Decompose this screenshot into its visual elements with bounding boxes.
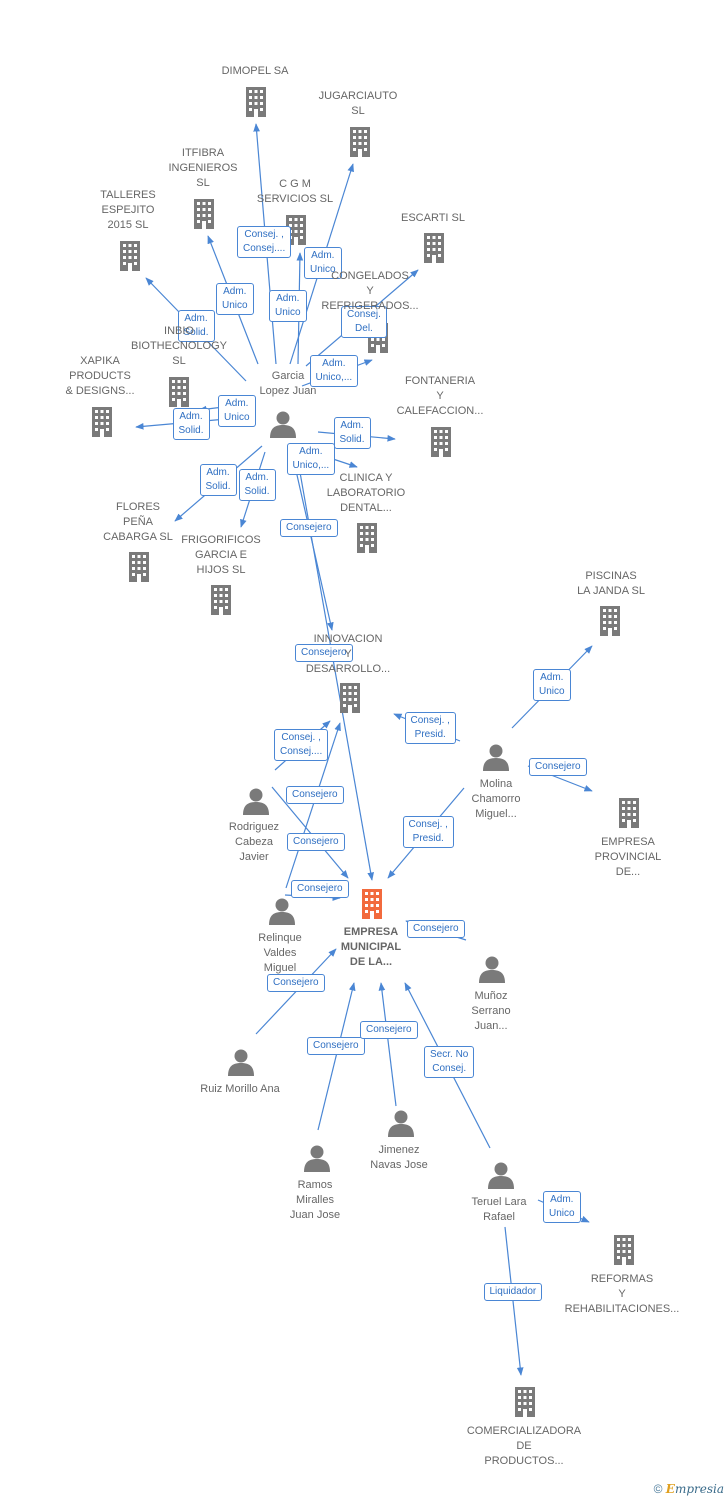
edge-label-garcia-to-fontaneria[interactable]: Adm. Solid. bbox=[333, 417, 371, 449]
edge-relinque-to-innovacion bbox=[285, 722, 341, 889]
building-icon-reformas[interactable] bbox=[614, 1235, 634, 1265]
node-label-innovacion[interactable]: INNOVACION Y DESARROLLO... bbox=[305, 633, 391, 675]
building-icon-municipal[interactable] bbox=[362, 889, 382, 919]
node-label-municipal[interactable]: EMPRESA MUNICIPAL DE LA... bbox=[340, 926, 402, 968]
edge-label-garcia-to-inbio[interactable]: Adm. Unico bbox=[218, 395, 256, 427]
person-icon-molina[interactable] bbox=[483, 744, 509, 772]
node-label-jugarciauto[interactable]: JUGARCIAUTO SL bbox=[318, 90, 398, 117]
edge-label-garcia-to-municipal[interactable]: Consejero bbox=[295, 644, 353, 662]
edge-label-molina-to-innovacion[interactable]: Consej. , Presid. bbox=[404, 712, 456, 744]
edge-label-ruiz-to-municipal[interactable]: Consejero bbox=[267, 974, 325, 992]
copyright: © Empresia bbox=[654, 1482, 724, 1496]
edge-label-relinque-to-municipal[interactable]: Consejero bbox=[291, 880, 349, 898]
node-label-dimopel[interactable]: DIMOPEL SA bbox=[221, 65, 289, 77]
person-icon-relinque[interactable] bbox=[269, 898, 295, 926]
brand-initial: E bbox=[665, 1482, 675, 1496]
person-icon-munoz[interactable] bbox=[479, 956, 505, 984]
edge-label-teruel-to-municipal[interactable]: Secr. No Consej. bbox=[424, 1046, 475, 1078]
node-label-piscinas[interactable]: PISCINAS LA JANDA SL bbox=[577, 570, 645, 597]
building-icon-xapika[interactable] bbox=[92, 407, 112, 437]
node-label-ruiz[interactable]: Ruiz Morillo Ana bbox=[200, 1083, 280, 1095]
building-icon-comercializadora[interactable] bbox=[515, 1387, 535, 1417]
building-icon-innovacion[interactable] bbox=[340, 683, 360, 713]
building-icon-piscinas[interactable] bbox=[600, 606, 620, 636]
edge-label-garcia-to-jugarciauto[interactable]: Adm. Unico bbox=[304, 247, 342, 279]
node-label-itfibra[interactable]: ITFIBRA INGENIEROS SL bbox=[168, 147, 238, 189]
brand-name: mpresia bbox=[674, 1482, 724, 1496]
node-label-congelados[interactable]: CONGELADOS Y REFRIGERADOS... bbox=[321, 270, 419, 312]
edge-label-garcia-to-clinica[interactable]: Adm. Unico,... bbox=[286, 443, 336, 475]
node-label-molina[interactable]: Molina Chamorro Miguel... bbox=[471, 778, 521, 820]
node-label-xapika[interactable]: XAPIKA PRODUCTS & DESIGNS... bbox=[65, 355, 135, 397]
edge-garcia-to-municipal bbox=[294, 443, 374, 881]
node-label-jimenez[interactable]: Jimenez Navas Jose bbox=[370, 1144, 428, 1171]
edge-label-teruel-to-comercializadora[interactable]: Liquidador bbox=[483, 1283, 543, 1301]
node-label-munoz[interactable]: Muñoz Serrano Juan... bbox=[471, 990, 511, 1032]
node-label-ramos[interactable]: Ramos Miralles Juan Jose bbox=[289, 1179, 341, 1221]
edge-ramos-to-municipal bbox=[317, 982, 356, 1131]
node-label-frigorificos[interactable]: FRIGORIFICOS GARCIA E HIJOS SL bbox=[181, 534, 261, 576]
building-icon-jugarciauto[interactable] bbox=[350, 127, 370, 157]
building-icon-talleres[interactable] bbox=[120, 241, 140, 271]
edge-label-garcia-to-innovacion[interactable]: Consejero bbox=[280, 519, 338, 537]
edge-label-garcia-to-talleres[interactable]: Adm. Solid. bbox=[177, 310, 215, 342]
brand-logo[interactable]: Empresia bbox=[666, 1482, 724, 1496]
edge-label-relinque-to-innovacion[interactable]: Consejero bbox=[286, 786, 344, 804]
edge-label-garcia-to-frigorificos[interactable]: Adm. Solid. bbox=[238, 469, 276, 501]
edge-label-rodriguez-to-innovacion[interactable]: Consej. , Consej.... bbox=[274, 729, 329, 761]
edge-label-garcia-to-escarti[interactable]: Consej. Del. bbox=[341, 306, 387, 338]
person-icon-rodriguez[interactable] bbox=[243, 788, 269, 816]
edge-rodriguez-to-municipal bbox=[271, 786, 349, 879]
edge-teruel-to-comercializadora bbox=[504, 1226, 524, 1376]
building-icon-dimopel[interactable] bbox=[246, 87, 266, 117]
edge-label-garcia-to-cgm[interactable]: Adm. Unico bbox=[269, 290, 307, 322]
edge-label-garcia-to-xapika[interactable]: Adm. Solid. bbox=[172, 408, 210, 440]
edge-label-molina-to-municipal[interactable]: Consej. , Presid. bbox=[402, 816, 454, 848]
copyright-symbol: © bbox=[653, 1482, 663, 1496]
node-label-cgm[interactable]: C G M SERVICIOS SL bbox=[256, 178, 334, 205]
edge-label-jimenez-to-municipal[interactable]: Consejero bbox=[360, 1021, 418, 1039]
edge-label-munoz-to-municipal[interactable]: Consejero bbox=[407, 920, 465, 938]
person-icon-teruel[interactable] bbox=[488, 1162, 514, 1190]
edge-label-ramos-to-municipal[interactable]: Consejero bbox=[307, 1037, 365, 1055]
person-icon-garcia[interactable] bbox=[270, 411, 296, 439]
building-icon-frigorificos[interactable] bbox=[211, 585, 231, 615]
building-icon-escarti[interactable] bbox=[424, 233, 444, 263]
edge-label-garcia-to-itfibra[interactable]: Adm. Unico bbox=[216, 283, 254, 315]
node-label-escarti[interactable]: ESCARTI SL bbox=[401, 212, 465, 224]
edge-label-molina-to-provincial[interactable]: Consejero bbox=[529, 758, 587, 776]
edge-label-rodriguez-to-municipal[interactable]: Consejero bbox=[287, 833, 345, 851]
edge-label-garcia-to-flores[interactable]: Adm. Solid. bbox=[199, 464, 237, 496]
edge-label-teruel-to-reformas[interactable]: Adm. Unico bbox=[543, 1191, 581, 1223]
edge-label-garcia-to-congelados[interactable]: Adm. Unico,... bbox=[309, 355, 359, 387]
person-icon-ruiz[interactable] bbox=[228, 1049, 254, 1077]
node-label-comercializadora[interactable]: COMERCIALIZADORA DE PRODUCTOS... bbox=[466, 1425, 582, 1467]
building-icon-provincial[interactable] bbox=[619, 798, 639, 828]
node-label-fontaneria[interactable]: FONTANERIA Y CALEFACCION... bbox=[396, 375, 484, 417]
node-label-provincial[interactable]: EMPRESA PROVINCIAL DE... bbox=[594, 836, 662, 878]
edge-label-garcia-to-dimopel[interactable]: Consej. , Consej.... bbox=[237, 226, 292, 258]
edge-jimenez-to-municipal bbox=[378, 982, 397, 1107]
node-label-reformas[interactable]: REFORMAS Y REHABILITACIONES... bbox=[564, 1273, 680, 1315]
node-label-clinica[interactable]: CLINICA Y LABORATORIO DENTAL... bbox=[326, 472, 406, 514]
person-icon-jimenez[interactable] bbox=[388, 1110, 414, 1138]
node-label-garcia[interactable]: Garcia Lopez Juan bbox=[259, 370, 317, 397]
building-icon-fontaneria[interactable] bbox=[431, 427, 451, 457]
node-label-relinque[interactable]: Relinque Valdes Miguel bbox=[258, 932, 302, 974]
node-label-teruel[interactable]: Teruel Lara Rafael bbox=[471, 1196, 527, 1223]
node-label-talleres[interactable]: TALLERES ESPEJITO 2015 SL bbox=[100, 189, 156, 231]
building-icon-clinica[interactable] bbox=[357, 523, 377, 553]
edge-label-molina-to-piscinas[interactable]: Adm. Unico bbox=[533, 669, 571, 701]
node-label-rodriguez[interactable]: Rodriguez Cabeza Javier bbox=[228, 821, 280, 863]
node-label-inbio[interactable]: INBIO BIOTHECNOLOGY SL bbox=[131, 325, 227, 367]
node-label-flores[interactable]: FLORES PEÑA CABARGA SL bbox=[103, 501, 173, 543]
